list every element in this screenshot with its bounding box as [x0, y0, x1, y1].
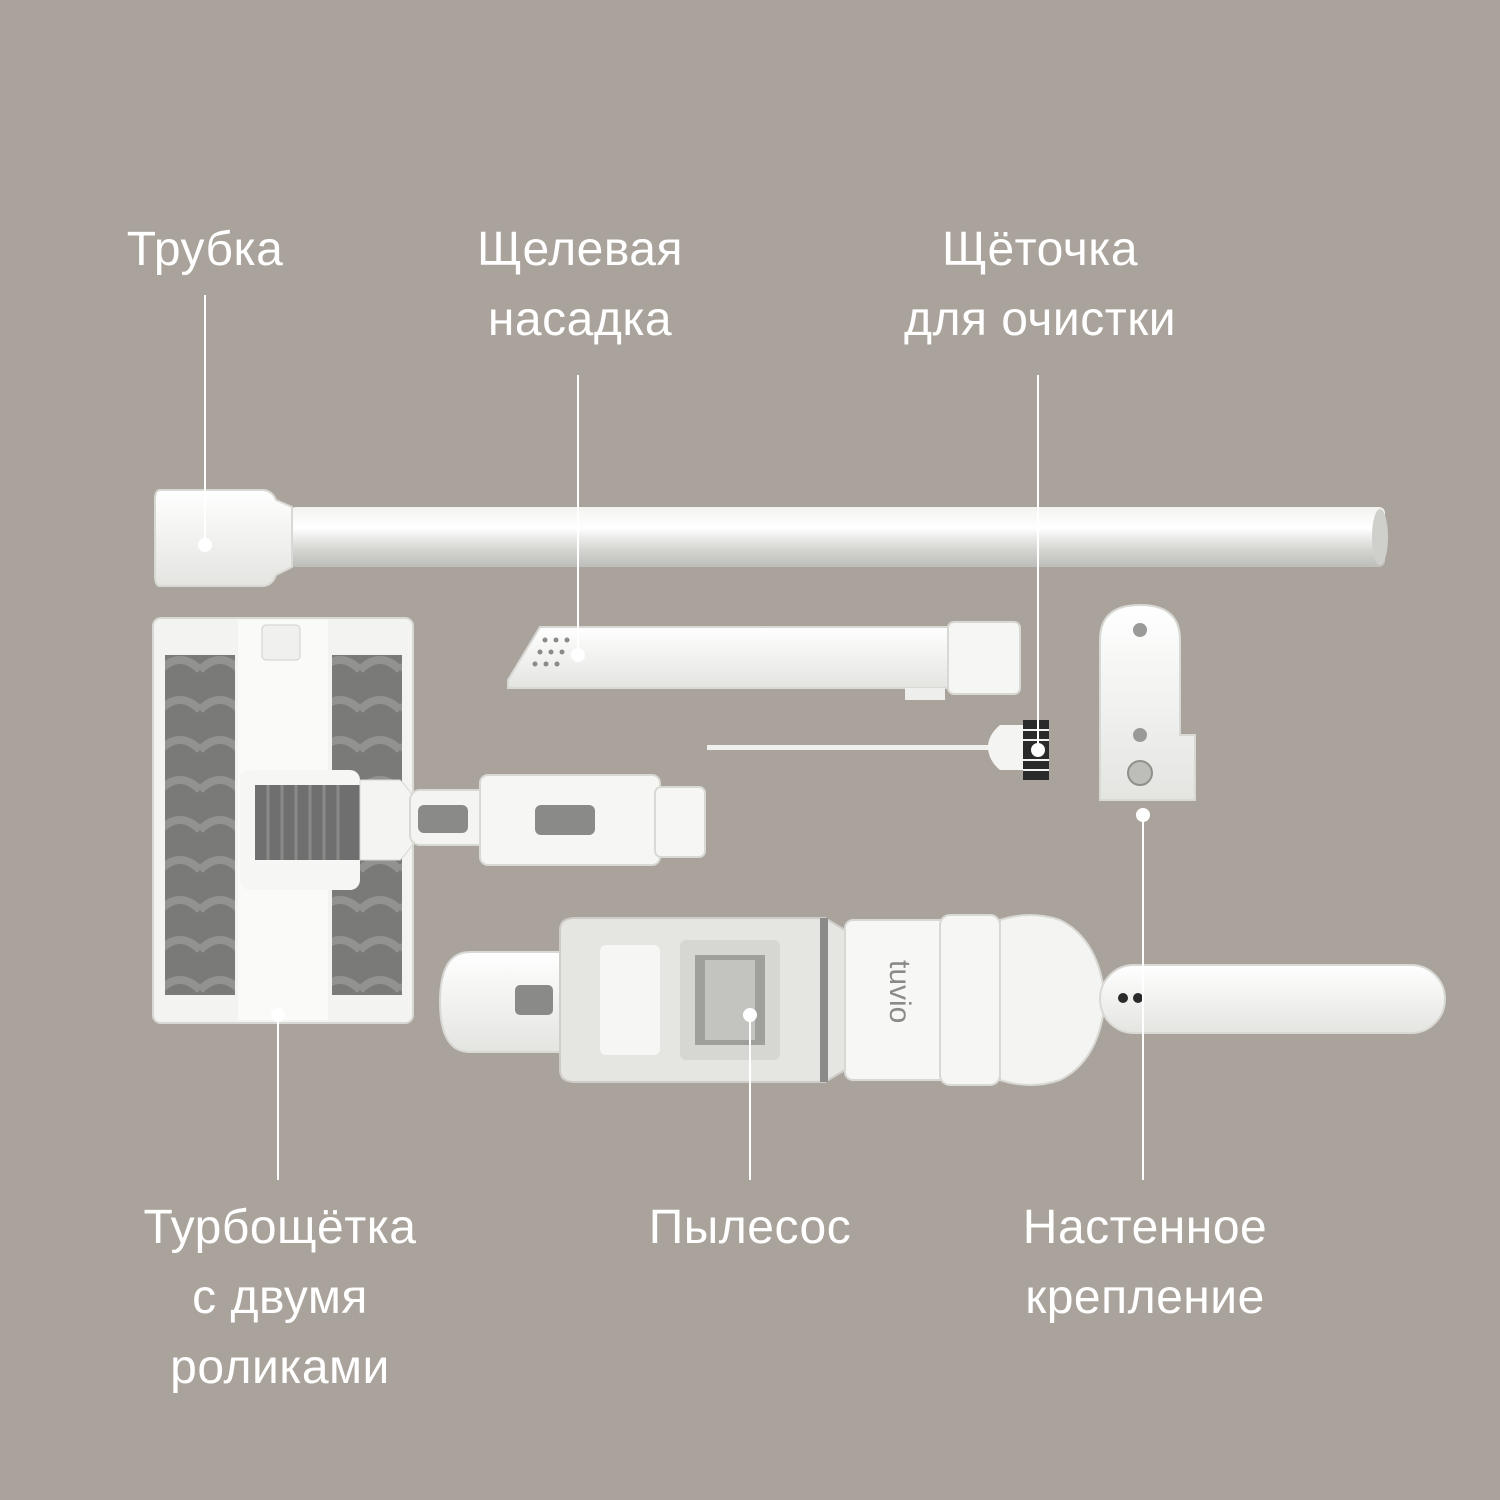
label-cleaning-brush: Щёточка для очистки — [860, 215, 1220, 355]
callout-lines — [198, 295, 1150, 1180]
label-brush-line-1: Щёточка — [941, 223, 1139, 276]
label-vacuum-line-1: Пылесос — [648, 1201, 852, 1254]
label-turbo-line-2: с двумя — [192, 1271, 368, 1324]
label-crevice-line-2: насадка — [487, 293, 673, 346]
label-wall-mount: Настенное крепление — [980, 1193, 1310, 1333]
wall-mount-part — [1099, 603, 1196, 801]
label-crevice-line-1: Щелевая — [477, 223, 683, 276]
turbo-brush-part — [152, 617, 706, 1024]
vacuum-part: tuvio — [438, 914, 1446, 1086]
brand-logo: tuvio — [883, 960, 916, 1023]
label-brush-line-2: для очистки — [903, 293, 1177, 346]
label-turbo-line-3: роликами — [170, 1341, 390, 1394]
label-tube: Трубка — [95, 215, 315, 285]
crevice-nozzle-part — [507, 621, 1021, 700]
label-mount-line-1: Настенное — [1022, 1201, 1268, 1254]
label-vacuum: Пылесос — [600, 1193, 900, 1263]
label-turbo-brush: Турбощётка с двумя роликами — [100, 1193, 460, 1403]
label-mount-line-2: крепление — [1025, 1271, 1265, 1324]
label-turbo-line-1: Турбощётка — [143, 1201, 417, 1254]
cleaning-brush-part — [707, 720, 1049, 780]
label-tube-line-1: Трубка — [126, 223, 284, 276]
tube-part — [154, 489, 1388, 587]
label-crevice-nozzle: Щелевая насадка — [420, 215, 740, 355]
